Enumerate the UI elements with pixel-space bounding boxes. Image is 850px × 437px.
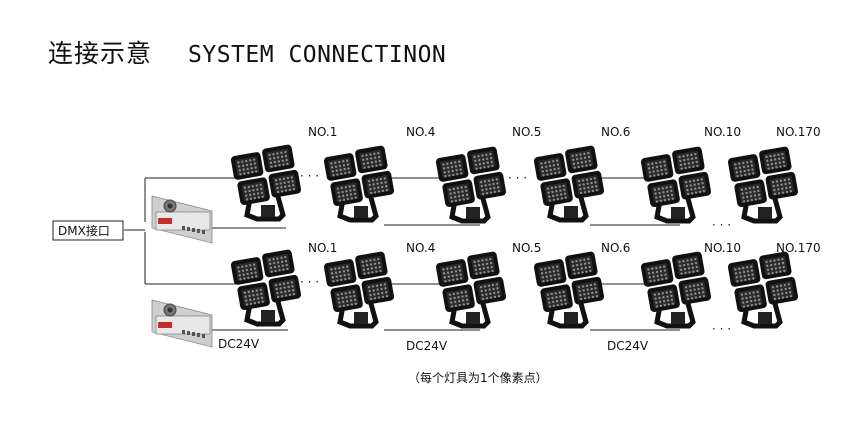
power-label-1: DC24V: [218, 337, 260, 351]
ellipsis-row1-a: · · ·: [300, 169, 319, 183]
ellipsis-row1-c: · · ·: [712, 218, 731, 232]
led-fixture-row1-2: [323, 145, 395, 220]
led-fixture-row2-3: [435, 251, 507, 326]
led-fixture-row1-3: [435, 146, 507, 221]
row1-label-6: NO.170: [776, 125, 821, 139]
row2-label-3: NO.5: [512, 241, 541, 255]
row2-label-1: NO.1: [308, 241, 337, 255]
row1-label-4: NO.6: [601, 125, 630, 139]
row1-label-3: NO.5: [512, 125, 541, 139]
title-english: SYSTEM CONNECTINON: [188, 42, 447, 68]
power-labels: DC24V DC24V DC24V: [218, 337, 649, 353]
row1-labels: NO.1 NO.4 NO.5 NO.6 NO.10 NO.170: [308, 125, 821, 139]
row2-label-2: NO.4: [406, 241, 435, 255]
dmx-interface-box: [52, 220, 124, 241]
led-fixture-row2-5: [640, 251, 712, 326]
diagram-title: 连接示意 SYSTEM CONNECTINON: [48, 34, 446, 70]
power-supply-2: [151, 299, 213, 348]
led-fixture-row1-6: [727, 146, 799, 221]
led-fixture-row2-6: [727, 251, 799, 326]
row1-label-1: NO.1: [308, 125, 337, 139]
led-fixture-row2-4: [533, 251, 605, 326]
ellipsis-row1-b: · · ·: [508, 171, 527, 185]
power-label-3: DC24V: [607, 339, 649, 353]
ellipsis-row2-b: · · ·: [712, 322, 731, 336]
row2-label-6: NO.170: [776, 241, 821, 255]
ellipsis-row2-a: · · ·: [300, 275, 319, 289]
row1-label-2: NO.4: [406, 125, 435, 139]
led-fixture-row2-1: [230, 249, 302, 324]
row2-label-5: NO.10: [704, 241, 741, 255]
row1-label-5: NO.10: [704, 125, 741, 139]
led-fixture-row2-2: [323, 251, 395, 326]
led-fixture-row1-1: [230, 144, 302, 219]
wiring: [124, 177, 680, 331]
row2-labels: NO.1 NO.4 NO.5 NO.6 NO.10 NO.170: [308, 241, 821, 255]
power-label-2: DC24V: [406, 339, 448, 353]
title-chinese: 连接示意: [48, 39, 153, 68]
footnote: （每个灯具为1个像素点）: [408, 370, 548, 385]
power-supply-1: [151, 195, 213, 244]
led-fixture-row1-4: [533, 145, 605, 220]
dmx-interface-label: DMX接口: [58, 223, 110, 238]
ellipsis-group: · · · · · · · · · · · · · · ·: [300, 169, 731, 336]
row2-label-4: NO.6: [601, 241, 630, 255]
led-fixture-row1-5: [640, 146, 712, 221]
